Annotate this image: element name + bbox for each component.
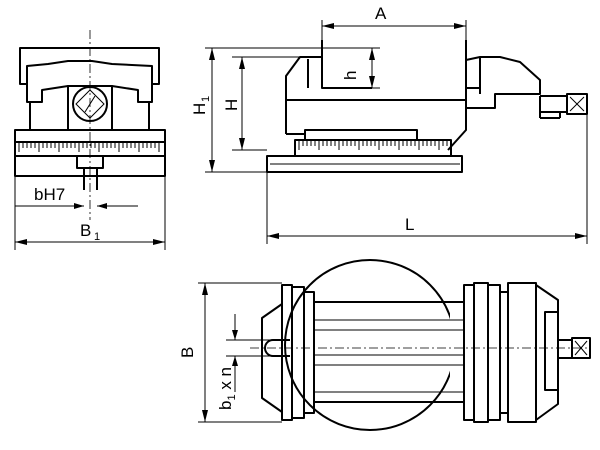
side-view-base — [266, 155, 463, 173]
label-b1xn: b1 x n — [216, 367, 238, 410]
label-b1-sub: 1 — [94, 231, 100, 243]
label-b1: B — [80, 221, 91, 240]
label-a: A — [375, 4, 387, 23]
label-b: B — [178, 347, 197, 358]
top-view-left-cap — [261, 303, 283, 413]
label-b1xn-rest: x n — [216, 367, 235, 394]
end-view: bH7 B 1 — [14, 30, 166, 250]
top-view-left-plate-outer — [281, 284, 293, 421]
top-view-guide-bed — [313, 301, 465, 403]
label-h1: H — [190, 103, 209, 115]
label-h-big: H — [222, 99, 241, 111]
label-h: h — [341, 71, 360, 80]
side-view-screw-square — [566, 93, 588, 115]
top-view-screw-square — [571, 337, 591, 359]
end-view-scale-ticks — [18, 143, 160, 152]
label-b1xn-sub: 1 — [226, 394, 238, 400]
side-view-body-right — [447, 108, 467, 151]
label-b1xn-b: b — [216, 401, 235, 410]
side-view-moving-jaw — [465, 40, 541, 109]
side-view-rotary-plate — [304, 129, 418, 141]
top-view-round-base — [284, 259, 450, 431]
top-view-right-plate-outer — [463, 284, 475, 421]
top-view-slot — [544, 311, 559, 391]
top-view-moving-jaw-body — [507, 282, 537, 423]
side-view-scale-ticks — [298, 141, 448, 150]
label-bh7: bH7 — [34, 185, 65, 204]
end-view-jaw — [19, 47, 160, 85]
end-view-left-step — [26, 84, 69, 103]
side-view-scale-band — [294, 139, 452, 157]
side-view: A h H 1 H L — [190, 4, 588, 244]
label-l: L — [405, 215, 414, 234]
end-view-right-step — [111, 84, 153, 103]
top-view: B b1 x n — [178, 259, 591, 431]
label-h1-sub: 1 — [200, 96, 212, 102]
side-view-fixed-jaw — [285, 56, 372, 100]
